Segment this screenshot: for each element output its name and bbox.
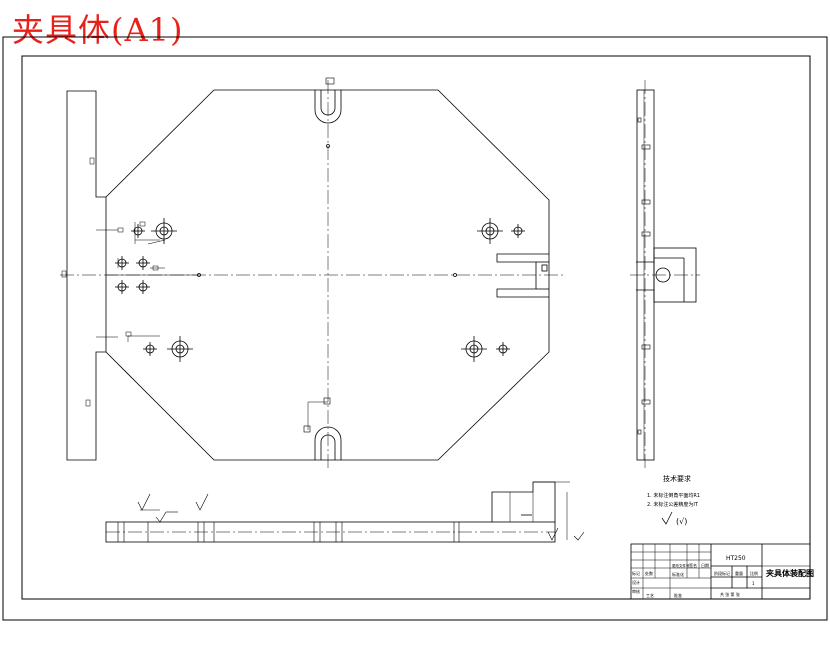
title-material: HT250 <box>726 555 746 562</box>
front-slots <box>117 522 460 542</box>
hole-ur-large <box>477 218 503 244</box>
title-block-text: HT250 夹具体装配图 阶段标记 重量 比例 1 共 张 第 张 标记 处数 … <box>632 555 814 598</box>
hole-ll-small <box>143 342 157 356</box>
hole-ll-large <box>167 336 193 362</box>
title-count: 1 <box>752 581 755 586</box>
hole-lr-small <box>496 342 510 356</box>
side-clamp-block <box>653 247 697 303</box>
hole-ml-2 <box>136 256 150 270</box>
hole-ul-small <box>131 224 145 238</box>
top-u-slot <box>314 77 342 124</box>
title-scale-label: 比例 <box>750 570 758 576</box>
title-weight-label: 重量 <box>735 570 743 576</box>
title-designer-label: 设计 <box>632 579 640 585</box>
side-view <box>630 80 700 470</box>
dimension-leaders <box>61 157 199 407</box>
title-sheet-label: 共 张 第 张 <box>720 591 740 597</box>
title-zone-label: 处数 <box>645 570 653 576</box>
hole-ml-1 <box>115 256 129 270</box>
hole-ml-3 <box>115 280 129 294</box>
title-stage-label: 阶段标记 <box>714 570 730 576</box>
title-doc-label: 更改文件号 <box>672 563 690 568</box>
title-approver-label: 批准 <box>674 592 682 598</box>
bottom-u-slot <box>303 397 342 460</box>
plate-outline <box>105 89 550 461</box>
top-view <box>60 77 565 470</box>
tech-requirements: 技术要求 1. 未标注倒角平面均R1 2. 未标注公差精度为IT (√) <box>647 474 700 526</box>
title-part-name: 夹具体装配图 <box>766 568 814 578</box>
hole-ur-small <box>511 224 525 238</box>
outer-border <box>2 36 828 621</box>
hole-group <box>115 144 525 362</box>
title-checker-label: 审核 <box>632 588 640 594</box>
left-arm <box>66 90 106 461</box>
right-clamp-bracket <box>496 253 549 298</box>
roughness-mark-icon <box>661 511 673 525</box>
title-block <box>630 543 811 600</box>
roughness-symbols <box>137 493 585 541</box>
title-rev-label: 标记 <box>632 570 640 576</box>
inner-border <box>21 55 811 600</box>
title-standard-label: 标准化 <box>672 571 684 577</box>
title-sign-label: 签名 <box>689 562 697 568</box>
drawing-frame <box>2 36 828 621</box>
tech-item-1: 1. 未标注倒角平面均R1 <box>647 492 700 499</box>
hole-ml-4 <box>136 280 150 294</box>
front-clamp-block <box>491 481 556 522</box>
hole-ul-large <box>151 218 177 244</box>
title-process-label: 工艺 <box>646 593 654 598</box>
tech-heading: 技术要求 <box>663 474 691 483</box>
front-view <box>105 481 585 543</box>
title-date-label: 日期 <box>701 562 709 568</box>
tech-item-2: 2. 未标注公差精度为IT <box>647 501 699 508</box>
drawing-title: 夹具体(A1) <box>12 11 184 49</box>
hole-lr-large <box>461 336 487 362</box>
roughness-note: (√) <box>676 517 687 526</box>
